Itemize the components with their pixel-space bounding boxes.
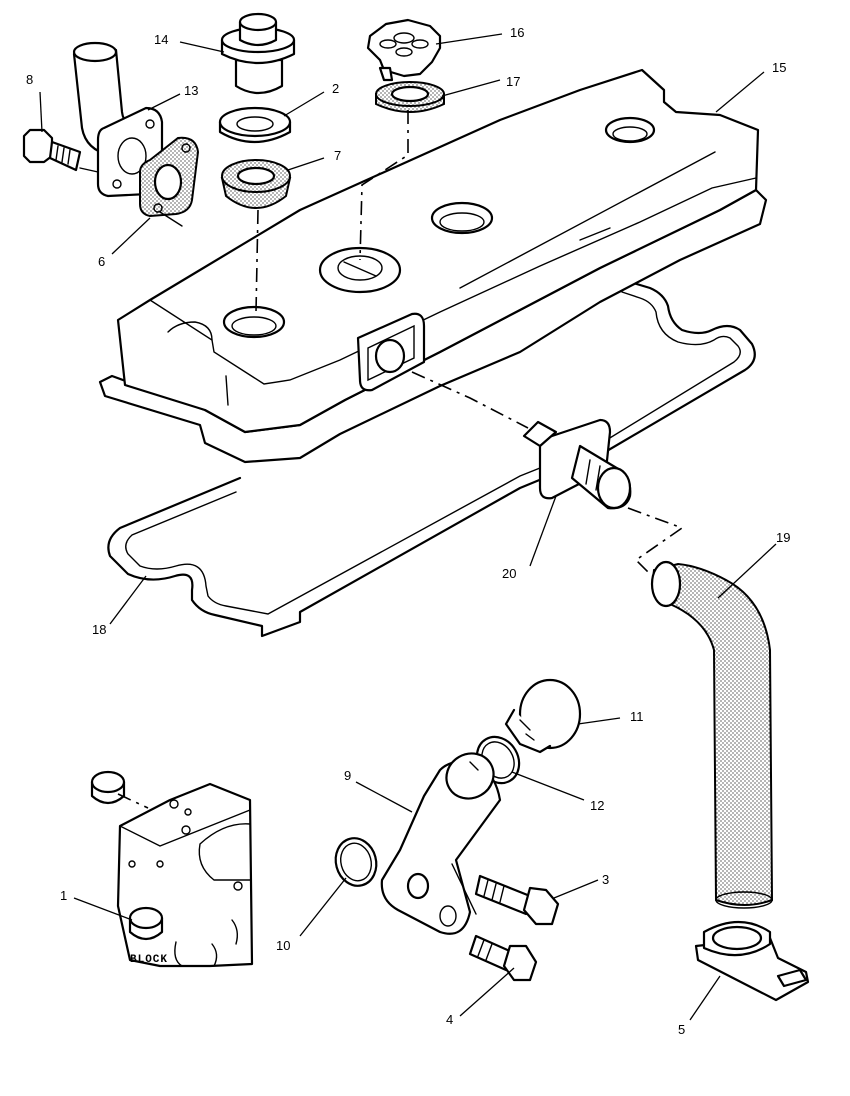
callout-14: 14 [154, 32, 168, 47]
callout-15: 15 [772, 60, 786, 75]
callout-11: 11 [630, 709, 644, 724]
o-ring [334, 837, 378, 887]
hose-bracket [694, 921, 810, 1002]
callout-10: 10 [276, 938, 290, 953]
callout-6: 6 [98, 254, 105, 269]
engine-block [116, 782, 254, 968]
bolt-3 [474, 874, 560, 926]
bolt-4 [468, 934, 538, 982]
expansion-plug [90, 770, 126, 805]
expansion-plug-installed [128, 906, 164, 941]
callout-12: 12 [590, 798, 604, 813]
callout-7: 7 [334, 148, 341, 163]
breather-fitting [522, 418, 632, 510]
bolt [22, 128, 99, 173]
callout-2: 2 [332, 81, 339, 96]
breather-cap [366, 18, 442, 82]
callout-labels: 14 2 7 16 17 15 13 8 6 18 20 19 11 12 9 … [26, 25, 790, 1037]
leader-lines [39, 33, 777, 1021]
callout-5: 5 [678, 1022, 685, 1037]
oil-fill-tube [380, 752, 502, 935]
rocker-cover-gasket [107, 280, 756, 638]
callout-8: 8 [26, 72, 33, 87]
grommet [220, 159, 292, 209]
port-cap [504, 678, 582, 754]
flange-gasket [139, 136, 200, 227]
callout-16: 16 [510, 25, 524, 40]
callout-13: 13 [184, 83, 198, 98]
seal [375, 81, 445, 113]
breather-hose [650, 560, 774, 909]
callout-3: 3 [602, 872, 609, 887]
callout-19: 19 [776, 530, 790, 545]
callout-4: 4 [446, 1012, 453, 1027]
callout-1: 1 [60, 888, 67, 903]
assembly-lines [117, 110, 684, 809]
callout-17: 17 [506, 74, 520, 89]
callout-9: 9 [344, 768, 351, 783]
callout-20: 20 [502, 566, 516, 581]
callout-18: 18 [92, 622, 106, 637]
block-label: BLOCK [130, 954, 168, 966]
washer [218, 106, 292, 143]
oil-filler-cap [220, 12, 296, 95]
rocker-cover [98, 68, 768, 464]
